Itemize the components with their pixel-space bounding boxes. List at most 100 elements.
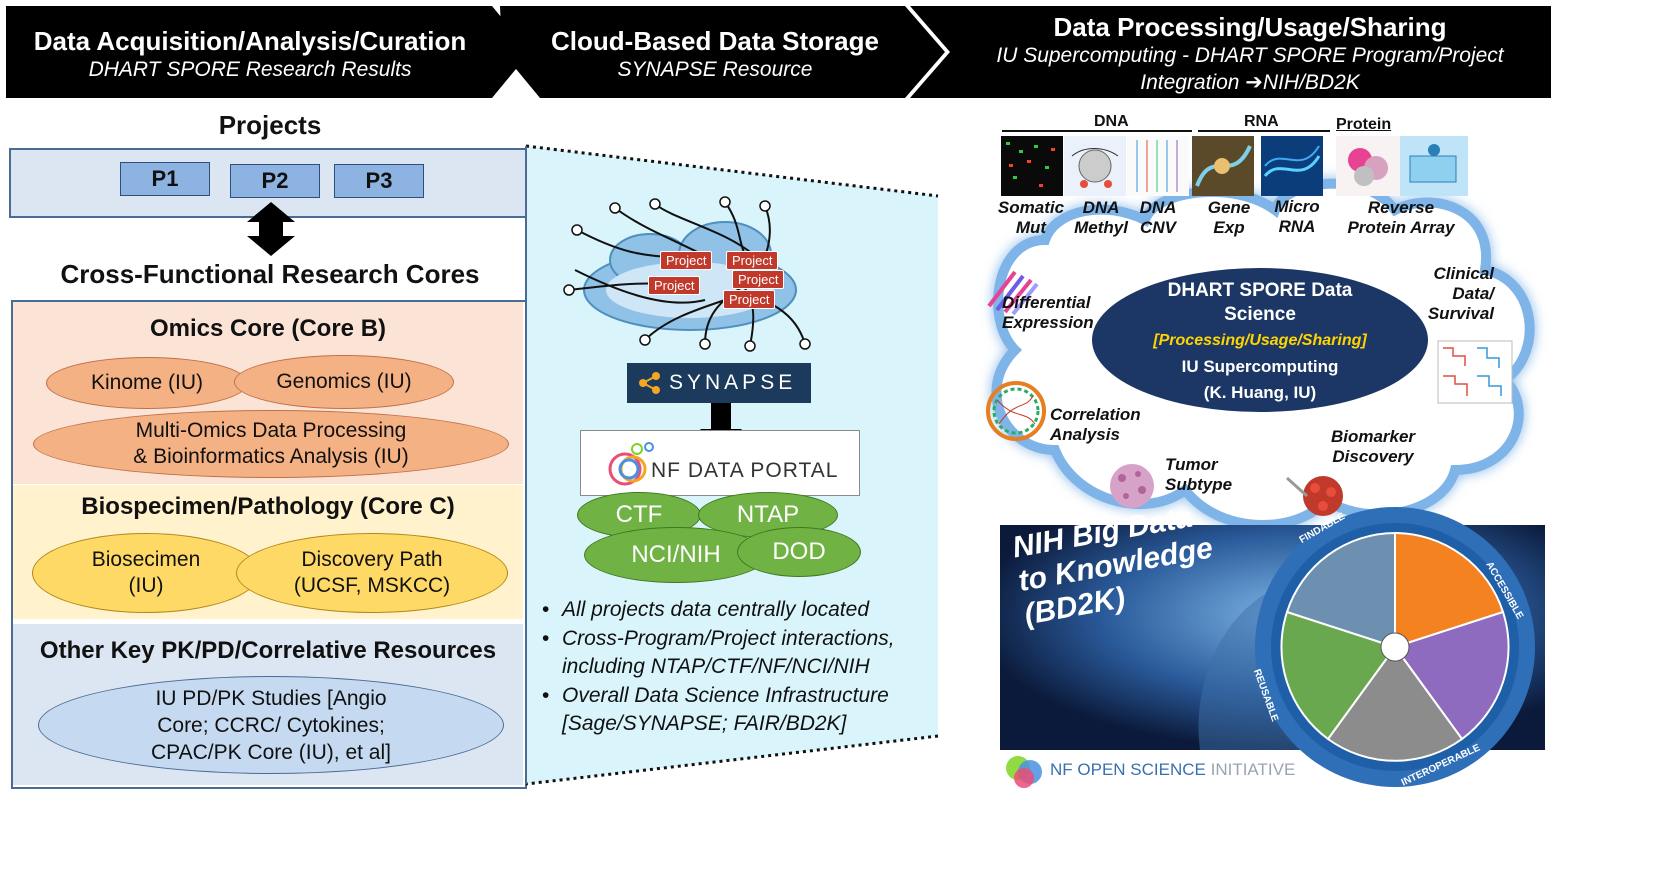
synapse-mark-icon (639, 372, 660, 394)
somatic-mut-line1: Somatic (997, 198, 1065, 217)
clinical-line1: Clinical (1433, 264, 1494, 283)
synapse-bullets: All projects data centrally located Cros… (540, 596, 940, 739)
header-banner: Data Acquisition/Analysis/Curation DHART… (0, 0, 1654, 110)
pk-pd-line3: CPAC/PK Core (IU), et al] (150, 740, 391, 764)
bullet-line: including NTAP/CTF/NF/NCI/NIH (562, 655, 870, 678)
somatic-mut-thumbnail (1001, 136, 1063, 196)
diff-line1: Differential (1002, 293, 1091, 312)
project-tag: Project (723, 290, 776, 309)
biomarker-molecule-icon (1285, 476, 1343, 516)
biosecimen-line2: (IU) (128, 574, 164, 597)
diff-line2: Expression (1002, 313, 1094, 332)
somatic-mut-line2: Mut (1015, 218, 1047, 237)
discovery-path-ellipse: Discovery Path (UCSF, MSKCC) (236, 533, 508, 613)
header-col2: Cloud-Based Data Storage SYNAPSE Resourc… (530, 26, 900, 83)
bullet-item: All projects data centrally located (540, 596, 940, 625)
clinical-line2: Data/ (1452, 284, 1494, 303)
corr-line2: Analysis (1050, 425, 1120, 444)
center-title-line1: DHART SPORE Data (1167, 280, 1353, 301)
rppa-line2: Protein Array (1347, 218, 1455, 237)
pk-pd-line1: IU PD/PK Studies [Angio (155, 686, 387, 710)
pk-pd-ellipse: IU PD/PK Studies [Angio Core; CCRC/ Cyto… (38, 676, 504, 774)
dna-methyl-thumbnail (1064, 136, 1126, 196)
gene-exp-line1: Gene (1207, 198, 1251, 217)
header-col3-subtitle-line1: IU Supercomputing - DHART SPORE Program/… (996, 44, 1504, 67)
kinome-label: Kinome (IU) (90, 371, 204, 394)
header-col3: Data Processing/Usage/Sharing IU Superco… (955, 12, 1545, 96)
gene-exp-label: Gene Exp (1196, 198, 1262, 238)
bullet-line: Overall Data Science Infrastructure (562, 683, 889, 707)
dna-cnv-thumbnail (1127, 136, 1189, 196)
correlation-analysis-label: Correlation Analysis (1050, 405, 1150, 445)
omics-core-title: Omics Core (Core B) (149, 315, 387, 342)
bullet-item: Cross-Program/Project interactions, incl… (540, 625, 940, 682)
biomarker-discovery-label: Biomarker Discovery (1328, 427, 1418, 467)
nf-initiative-label: INITIATIVE (1210, 760, 1296, 779)
reverse-protein-array-label: Reverse Protein Array (1340, 198, 1462, 238)
differential-expression-icon (987, 270, 1039, 316)
nf-open-science-label: NF OPEN SCIENCE (1050, 760, 1206, 779)
tumor-line2: Subtype (1165, 475, 1233, 494)
other-resources-title: Other Key PK/PD/Correlative Resources (39, 637, 497, 664)
data-science-center: DHART SPORE Data Science [Processing/Usa… (1100, 279, 1420, 405)
header-col3-title: Data Processing/Usage/Sharing (1053, 12, 1447, 42)
gene-exp-line2: Exp (1213, 218, 1245, 237)
biosecimen-ellipse: Biosecimen (IU) (32, 533, 260, 613)
header-col2-subtitle: SYNAPSE Resource (617, 58, 813, 81)
dna-header: DNA (1094, 113, 1129, 130)
omics-header-rules (1002, 130, 1330, 132)
dna-methyl-line1: DNA (1082, 198, 1120, 217)
multi-omics-line1: Multi-Omics Data Processing (135, 419, 407, 442)
micro-rna-line2: RNA (1278, 217, 1316, 236)
header-chevrons (6, 6, 1551, 98)
center-line4: (K. Huang, IU) (1203, 383, 1317, 402)
cloud-network-diagram (563, 196, 811, 352)
dna-methyl-line2: Methyl (1074, 218, 1128, 237)
pk-pd-line2: Core; CCRC/ Cytokines; (157, 713, 385, 737)
survival-curves-icon (1437, 340, 1513, 404)
data-science-cloud (991, 178, 1535, 530)
tumor-cell-icon (1110, 464, 1154, 508)
clinical-line3: Survival (1427, 304, 1494, 323)
header-col1-subtitle: DHART SPORE Research Results (88, 58, 412, 81)
biomarker-line2: Discovery (1332, 447, 1414, 466)
biomarker-line1: Biomarker (1330, 427, 1416, 446)
header-col3-subtitle-line2: Integration ➔NIH/BD2K (1140, 71, 1360, 94)
micro-rna-line1: Micro (1274, 197, 1320, 216)
nf-open-science-logo-icon (1006, 756, 1042, 788)
micro-rna-thumbnail (1261, 136, 1323, 196)
dod-pill: DOD (737, 527, 861, 577)
discovery-line2: (UCSF, MSKCC) (293, 574, 451, 597)
dna-methyl-label: DNA Methyl (1066, 198, 1136, 238)
synapse-logo: SYNAPSE (627, 363, 811, 403)
multi-omics-ellipse: Multi-Omics Data Processing & Bioinforma… (33, 410, 509, 478)
project-tag: Project (726, 251, 779, 270)
center-highlight: [Processing/Usage/Sharing] (1153, 332, 1367, 349)
bullet-item: Overall Data Science Infrastructure [Sag… (540, 682, 940, 739)
double-arrow-icon (247, 202, 295, 256)
micro-rna-label: Micro RNA (1264, 197, 1330, 237)
kinome-ellipse: Kinome (IU) (46, 357, 248, 409)
nf-data-portal-logo: NF DATA PORTAL (580, 430, 860, 496)
protein-array-thumbnail (1400, 136, 1468, 196)
cores-title: Cross-Functional Research Cores (60, 259, 480, 289)
project-p3: P3 (334, 164, 424, 198)
project-tag: Project (732, 270, 785, 289)
fair-wheel (1255, 507, 1535, 787)
project-p2: P2 (230, 164, 320, 198)
biospecimen-core-title: Biospecimen/Pathology (Core C) (81, 493, 455, 520)
nf-portal-rings-icon (608, 442, 654, 486)
project-tag: Project (660, 251, 713, 270)
genomics-label: Genomics (IU) (276, 370, 412, 393)
center-title-line2: Science (1224, 304, 1296, 325)
multi-omics-line2: & Bioinformatics Analysis (IU) (133, 445, 409, 468)
dna-cnv-label: DNA CNV (1128, 198, 1188, 238)
differential-expression-label: Differential Expression (1002, 293, 1094, 333)
protein-header: Protein (1336, 116, 1392, 133)
header-col2-title: Cloud-Based Data Storage (551, 26, 879, 56)
somatic-mut-label: Somatic Mut (996, 198, 1066, 238)
discovery-line1: Discovery Path (301, 548, 443, 571)
genomics-ellipse: Genomics (IU) (234, 355, 454, 409)
bullet-line: Cross-Program/Project interactions, (562, 626, 895, 650)
projects-title: Projects (218, 110, 322, 140)
